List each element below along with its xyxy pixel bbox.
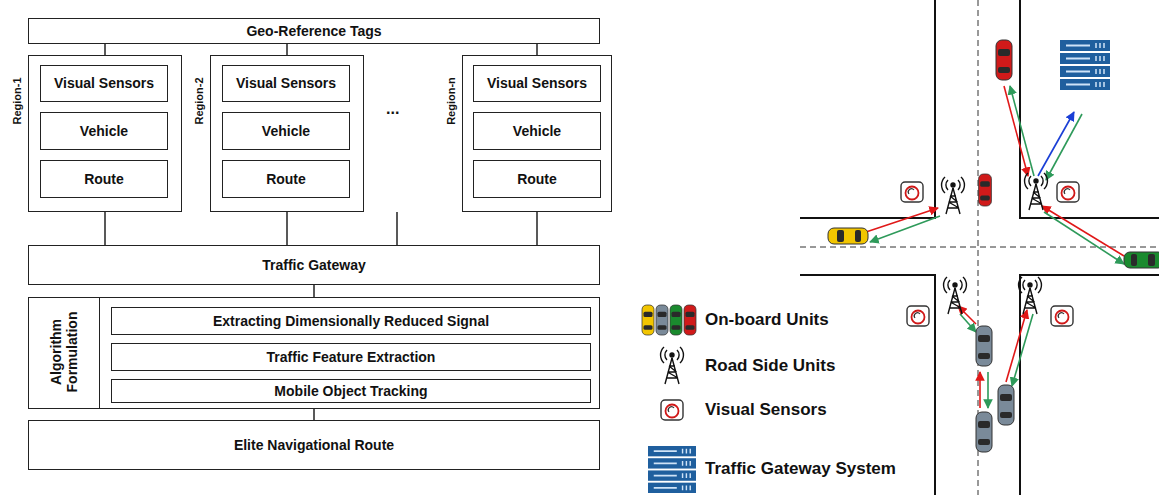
legend-symbols: [642, 305, 696, 493]
drawing-part: [800, 0, 1159, 495]
drawing-part: [960, 314, 976, 332]
component-box: Vehicle: [222, 112, 350, 150]
connector-line: [536, 44, 538, 55]
region-label: Region-n: [445, 77, 458, 125]
box-label: Traffic Feature Extraction: [267, 349, 436, 365]
drawing-part: [1042, 206, 1124, 256]
connector-line: [313, 409, 315, 420]
output-bar: Elite Navigational Route: [28, 420, 600, 470]
legend-label: Visual Sensors: [705, 400, 827, 420]
drawing-part: [1038, 112, 1074, 176]
gray-car: [998, 385, 1014, 425]
box-label: Route: [266, 171, 306, 187]
gray-car: [976, 326, 992, 366]
connector-line: [286, 212, 288, 245]
algorithm-panel: Algorithm Formulation Extracting Dimensio…: [28, 297, 600, 409]
connector-line: [536, 212, 538, 245]
red-car: [979, 174, 992, 206]
drawing-part: [1004, 86, 1028, 176]
vehicles: [828, 40, 1159, 452]
box-label: Mobile Object Tracking: [274, 383, 427, 399]
drawing-part: [1010, 86, 1034, 176]
connector-line: [313, 285, 315, 297]
signal-arrows: [866, 86, 1124, 408]
sensor-icon: [1057, 182, 1079, 202]
sensor-icon: [1051, 306, 1073, 326]
drawing-part: [870, 216, 940, 242]
legend-car: [670, 305, 682, 335]
component-box: Visual Sensors: [222, 65, 350, 102]
legend-car: [684, 305, 696, 335]
process-box: Traffic Feature Extraction: [111, 343, 591, 371]
legend-label: Traffic Gateway System: [705, 459, 896, 479]
process-box: Mobile Object Tracking: [111, 379, 591, 403]
panel-label: Algorithm Formulation: [48, 302, 80, 402]
box-label: Visual Sensors: [487, 75, 587, 91]
connector-line: [286, 44, 288, 55]
component-box: Vehicle: [40, 112, 168, 150]
panel-divider: [99, 298, 100, 408]
box-label: Geo-Reference Tags: [246, 23, 381, 39]
box-label: Vehicle: [80, 123, 128, 139]
red-car: [996, 40, 1012, 80]
drawing-part: [1044, 212, 1124, 264]
component-box: Vehicle: [473, 112, 601, 150]
box-label: Route: [84, 171, 124, 187]
sensor-icon: [907, 306, 929, 326]
tag-bar: Geo-Reference Tags: [28, 18, 600, 44]
box-label: Vehicle: [262, 123, 310, 139]
sensor-icon: [901, 182, 923, 202]
component-box: Visual Sensors: [40, 65, 168, 102]
legend-server: [648, 446, 696, 493]
drawing-part: [800, 0, 1159, 495]
drawing-part: [987, 372, 989, 408]
component-box: Route: [222, 160, 350, 198]
tower-icon: [1019, 277, 1042, 314]
legend-sensor: [661, 400, 683, 420]
drawing-part: [1046, 114, 1082, 180]
legend-label: Road Side Units: [705, 356, 835, 376]
connector-line: [104, 44, 106, 55]
component-box: Visual Sensors: [473, 65, 601, 102]
ellipsis-label: ...: [386, 100, 399, 118]
region-box: Region-nVisual SensorsVehicleRoute: [462, 55, 612, 212]
box-label: Elite Navigational Route: [234, 437, 394, 453]
tower-icon: [1025, 173, 1048, 210]
component-box: Route: [40, 160, 168, 198]
box-label: Visual Sensors: [54, 75, 154, 91]
legend-car: [656, 305, 668, 335]
region-label: Region-1: [11, 77, 24, 124]
legend-label: On-board Units: [705, 310, 829, 330]
road-edges: [800, 0, 1159, 495]
box-label: Traffic Gateway: [262, 257, 366, 273]
legend-tower: [661, 347, 684, 384]
process-box: Extracting Dimensionally Reduced Signal: [111, 307, 591, 335]
connector-line: [104, 212, 106, 245]
region-box: Region-2Visual SensorsVehicleRoute: [210, 55, 364, 212]
road-centerlines: [800, 0, 1159, 495]
road-side-units: [942, 173, 1048, 314]
component-box: Route: [473, 160, 601, 198]
box-label: Vehicle: [513, 123, 561, 139]
box-label: Route: [517, 171, 557, 187]
gateway-bar: Traffic Gateway: [28, 245, 600, 285]
legend-car: [642, 305, 654, 335]
gateway-server: [1060, 40, 1110, 90]
box-label: Visual Sensors: [236, 75, 336, 91]
tower-icon: [944, 277, 967, 314]
more-regions-line: [396, 212, 398, 245]
green-car: [1124, 252, 1159, 268]
yellow-car: [828, 228, 868, 244]
drawing-part: [1012, 314, 1033, 386]
gray-car: [976, 412, 992, 452]
tower-icon: [942, 177, 965, 214]
region-label: Region-2: [193, 77, 206, 124]
region-box: Region-1Visual SensorsVehicleRoute: [28, 55, 182, 212]
drawing-part: [979, 372, 981, 408]
visual-sensors: [901, 182, 1079, 326]
box-label: Extracting Dimensionally Reduced Signal: [213, 313, 489, 329]
